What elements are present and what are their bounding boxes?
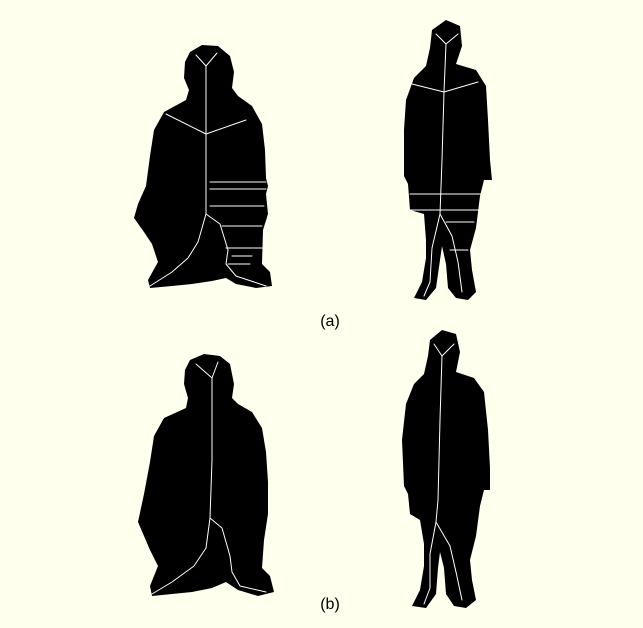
crouching-figure-b: [138, 354, 274, 596]
panel-b: [138, 330, 490, 608]
crouching-silhouette-a: [134, 45, 272, 288]
standing-silhouette-a: [404, 20, 492, 300]
standing-figure-b: [402, 330, 490, 608]
crouching-figure-a: [134, 45, 272, 288]
crouching-silhouette-b: [138, 354, 274, 596]
caption-b: (b): [300, 596, 360, 614]
caption-a: (a): [300, 313, 360, 331]
standing-figure-a: [404, 20, 492, 300]
panel-a: [134, 20, 492, 300]
standing-silhouette-b: [402, 330, 490, 608]
